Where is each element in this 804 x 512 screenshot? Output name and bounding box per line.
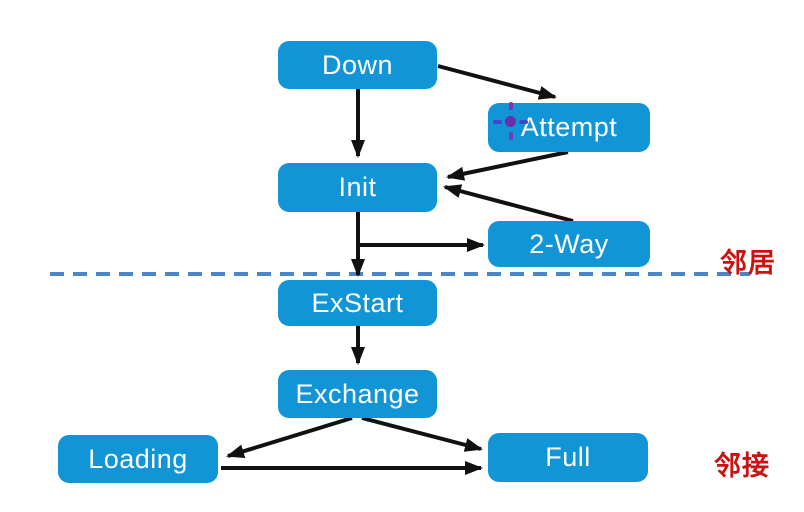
node-exstart: ExStart (278, 280, 437, 326)
cursor-dash-right (519, 119, 528, 124)
node-down: Down (278, 41, 437, 89)
node-full-label: Full (545, 442, 591, 472)
node-loading: Loading (58, 435, 218, 483)
node-attempt-label: Attempt (520, 112, 618, 142)
node-exchange-label: Exchange (295, 378, 420, 409)
node-exstart-label: ExStart (311, 287, 404, 318)
arrow-attempt-to-init (446, 150, 569, 181)
node-2way: 2-Way (488, 221, 650, 267)
node-loading-label: Loading (88, 443, 188, 474)
node-2way-label: 2-Way (529, 228, 609, 259)
node-full: Full (488, 433, 648, 482)
node-exchange: Exchange (278, 370, 437, 418)
arrow-exchange-to-loading (226, 416, 353, 459)
cursor-dash-left (493, 119, 502, 124)
arrow-down-to-attempt (437, 64, 557, 100)
arrow-exchange-to-full (361, 416, 483, 452)
node-down-label: Down (321, 49, 394, 80)
arrow-2way-to-init (443, 184, 574, 223)
cursor-dash-bottom (508, 132, 513, 140)
neighbor-section-label: 邻居 (720, 248, 776, 278)
move-crosshair-cursor-icon (493, 102, 529, 142)
node-attempt: Attempt (488, 103, 650, 152)
cursor-dash-top (508, 102, 513, 110)
node-init: Init (278, 163, 437, 212)
adjacency-section-label: 邻接 (714, 451, 770, 481)
cursor-dot (505, 116, 516, 127)
node-init-label: Init (338, 172, 377, 202)
